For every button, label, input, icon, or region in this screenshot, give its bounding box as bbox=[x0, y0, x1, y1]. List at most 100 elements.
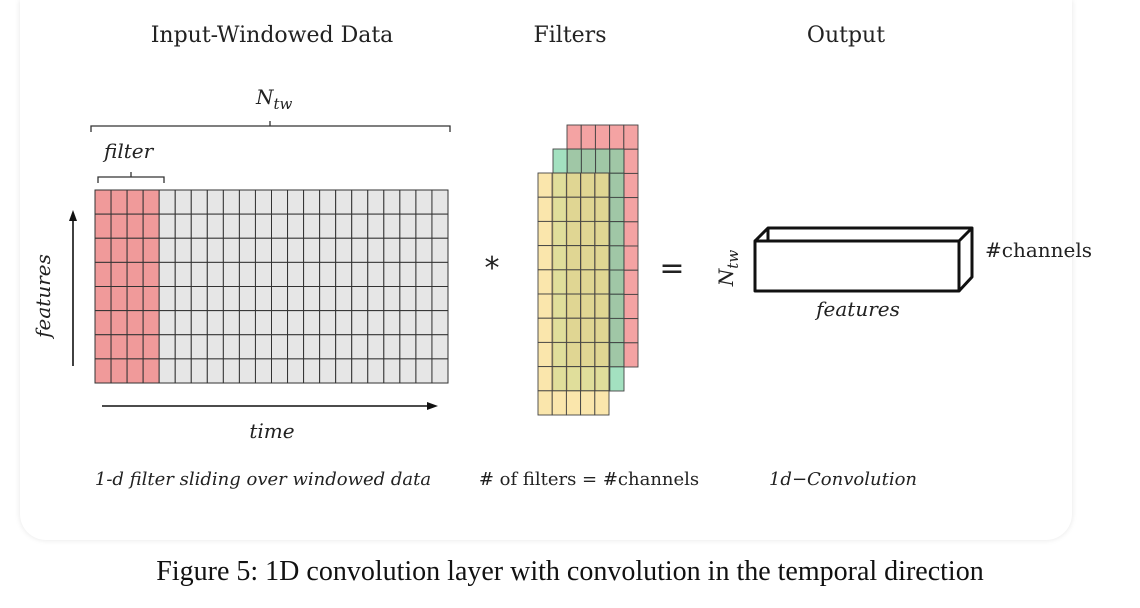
filter-cell bbox=[595, 148, 611, 174]
grid-cell bbox=[335, 213, 353, 239]
filter-cell bbox=[565, 269, 582, 295]
grid-cell bbox=[287, 286, 305, 312]
filter-cell bbox=[126, 213, 144, 239]
grid-cell bbox=[271, 261, 289, 288]
filter-cell bbox=[537, 196, 553, 222]
filter-cell bbox=[551, 390, 567, 416]
output-ntw-label: Ntw bbox=[714, 250, 742, 288]
filter-label: filter bbox=[102, 139, 155, 163]
grid-cell bbox=[222, 310, 240, 336]
grid-cell bbox=[367, 358, 385, 384]
grid-cell bbox=[158, 237, 176, 263]
grid-cell bbox=[351, 189, 369, 215]
grid-cell bbox=[174, 334, 192, 360]
filter-cell bbox=[609, 196, 625, 223]
grid-cell bbox=[190, 213, 208, 239]
grid-cell bbox=[238, 189, 256, 215]
filter-cell bbox=[580, 293, 596, 319]
filter-cell bbox=[594, 245, 610, 271]
grid-cell bbox=[174, 213, 192, 239]
grid-cell bbox=[383, 261, 401, 288]
grid-cell bbox=[222, 334, 240, 360]
grid-cell bbox=[287, 261, 305, 288]
grid-cell bbox=[238, 213, 256, 239]
grid-cell bbox=[222, 286, 240, 312]
grid-cell bbox=[206, 213, 224, 239]
grid-cell bbox=[399, 189, 417, 215]
filter-cell bbox=[142, 334, 160, 360]
grid-cell bbox=[335, 310, 353, 336]
filter-cell bbox=[609, 172, 625, 198]
grid-cell bbox=[319, 358, 337, 384]
grid-cell bbox=[287, 334, 305, 360]
filter-cell bbox=[110, 286, 128, 312]
grid-cell bbox=[271, 286, 289, 312]
grid-cell bbox=[190, 237, 208, 263]
grid-cell bbox=[431, 310, 449, 336]
grid-cell bbox=[415, 334, 433, 360]
filters-header: Filters bbox=[533, 23, 606, 48]
grid-cell bbox=[271, 358, 289, 384]
grid-cell bbox=[254, 261, 272, 288]
filter-cell bbox=[537, 245, 553, 271]
grid-cell bbox=[367, 286, 385, 312]
grid-cell bbox=[271, 334, 289, 360]
grid-cell bbox=[399, 310, 417, 336]
filter-cell bbox=[623, 245, 639, 271]
filter-cell bbox=[537, 390, 553, 416]
filter-cell bbox=[94, 334, 112, 360]
filter-cell bbox=[594, 196, 610, 222]
grid-cell bbox=[271, 213, 289, 239]
grid-cell bbox=[222, 358, 240, 384]
grid-cell bbox=[367, 189, 385, 215]
filter-cell bbox=[580, 366, 596, 392]
grid-cell bbox=[238, 310, 256, 336]
grid-cell bbox=[303, 261, 321, 288]
grid-cell bbox=[335, 189, 353, 215]
filter-cell bbox=[594, 172, 610, 198]
filter-cell bbox=[594, 293, 610, 319]
grid-cell bbox=[431, 261, 449, 288]
input-header: Input-Windowed Data bbox=[151, 23, 394, 48]
grid-cell bbox=[303, 286, 321, 312]
filter-cell bbox=[94, 358, 112, 384]
grid-cell bbox=[271, 189, 289, 215]
filter-cell bbox=[94, 261, 112, 288]
figure-caption: Figure 5: 1D convolution layer with conv… bbox=[156, 556, 984, 587]
filter-cell bbox=[110, 189, 128, 215]
grid-cell bbox=[158, 286, 176, 312]
grid-cell bbox=[222, 237, 240, 263]
filter-cell bbox=[142, 358, 160, 384]
grid-cell bbox=[367, 261, 385, 288]
filter-cell bbox=[565, 293, 582, 319]
equals-symbol: = bbox=[659, 251, 684, 286]
filter-cell bbox=[126, 358, 144, 384]
filter-cell bbox=[552, 148, 568, 174]
grid-cell bbox=[319, 334, 337, 360]
grid-cell bbox=[254, 310, 272, 336]
grid-cell bbox=[158, 358, 176, 384]
filter-cell bbox=[110, 310, 128, 336]
filter-cell bbox=[94, 237, 112, 263]
output-header: Output bbox=[807, 23, 885, 48]
filter-cell bbox=[537, 341, 553, 368]
grid-cell bbox=[287, 237, 305, 263]
grid-cell bbox=[158, 310, 176, 336]
grid-cell bbox=[367, 310, 385, 336]
filter-cell bbox=[609, 221, 625, 247]
output-features-label: features bbox=[814, 297, 900, 321]
features-axis-label: features bbox=[31, 254, 55, 340]
grid-cell bbox=[271, 237, 289, 263]
grid-cell bbox=[174, 310, 192, 336]
filter-cell bbox=[594, 317, 610, 343]
filter-cell bbox=[537, 172, 553, 198]
grid-cell bbox=[431, 286, 449, 312]
filter-cell bbox=[551, 366, 567, 392]
filter-cell bbox=[551, 220, 567, 247]
grid-cell bbox=[206, 358, 224, 384]
filter-cell bbox=[623, 172, 639, 199]
filter-cell bbox=[565, 366, 582, 392]
grid-cell bbox=[222, 213, 240, 239]
filter-cell bbox=[142, 261, 160, 288]
time-axis-label: time bbox=[249, 419, 294, 443]
